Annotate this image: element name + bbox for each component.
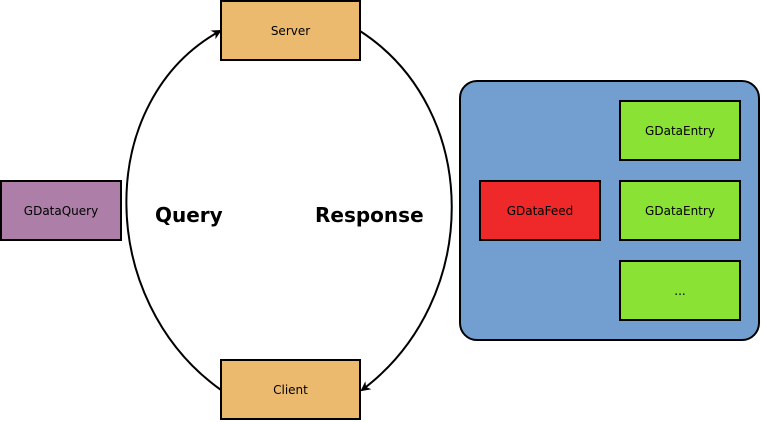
response-arrow xyxy=(359,30,453,392)
more-entries-node: ... xyxy=(619,260,741,321)
gdataentry-label: GDataEntry xyxy=(645,123,715,138)
gdataquery-label: GDataQuery xyxy=(23,203,99,218)
client-label: Client xyxy=(273,382,308,397)
gdataquery-node: GDataQuery xyxy=(0,180,122,241)
gdatafeed-node: GDataFeed xyxy=(479,180,601,241)
server-node: Server xyxy=(220,0,361,61)
server-label: Server xyxy=(270,23,311,38)
client-node: Client xyxy=(220,359,361,420)
gdataentry-label: GDataEntry xyxy=(645,203,715,218)
gdatafeed-label: GDataFeed xyxy=(506,203,574,218)
gdataentry-node: GDataEntry xyxy=(619,180,741,241)
response-edge-label: Response xyxy=(315,203,424,227)
gdataentry-node: GDataEntry xyxy=(619,100,741,161)
more-entries-label: ... xyxy=(674,283,686,298)
query-arrow xyxy=(125,30,222,391)
query-edge-label: Query xyxy=(155,203,223,227)
